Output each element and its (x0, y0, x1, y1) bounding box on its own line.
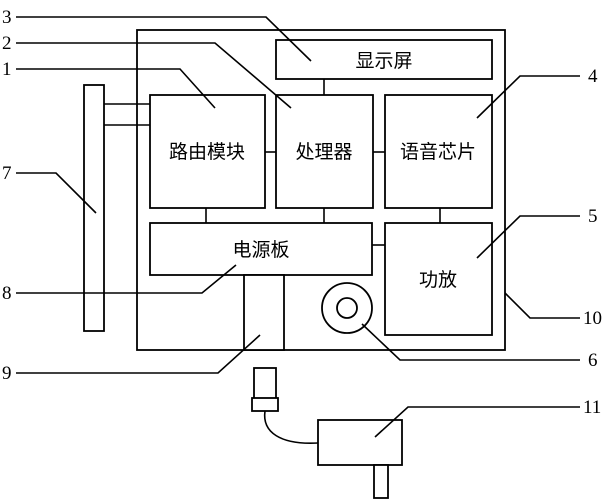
speaker-inner (336, 297, 358, 319)
voice-chip-box (384, 94, 493, 209)
amplifier-label: 功放 (419, 269, 457, 291)
processor-label: 处理器 (295, 141, 352, 163)
router-module-label: 路由模块 (169, 141, 245, 163)
adapter-cable (263, 410, 319, 444)
adapter-prong (373, 464, 389, 499)
antenna-bar (83, 84, 105, 332)
callout-6: 6 (588, 350, 598, 371)
amplifier-box (384, 222, 493, 336)
power-board-label: 电源板 (232, 239, 289, 261)
router-module-box (149, 94, 266, 209)
callout-10: 10 (583, 308, 602, 329)
power-board-box (149, 222, 373, 276)
callout-7: 7 (2, 163, 12, 184)
callout-5: 5 (588, 206, 598, 227)
adapter-plug-tip (251, 397, 279, 412)
callout-8: 8 (2, 283, 12, 304)
voice-chip-label: 语音芯片 (400, 141, 476, 163)
callout-9: 9 (2, 363, 12, 384)
display-box (275, 39, 493, 80)
callout-11: 11 (583, 397, 601, 418)
callout-numbers: 1 2 3 4 5 6 7 8 9 10 11 (2, 7, 602, 418)
callout-3: 3 (2, 7, 12, 28)
callout-2: 2 (2, 33, 12, 54)
adapter-box (317, 419, 403, 466)
callout-1: 1 (2, 59, 12, 80)
leader-lines (16, 16, 580, 438)
callout-4: 4 (588, 66, 598, 87)
power-port (243, 274, 285, 351)
block-connectors (205, 79, 441, 246)
display-label: 显示屏 (355, 50, 412, 72)
